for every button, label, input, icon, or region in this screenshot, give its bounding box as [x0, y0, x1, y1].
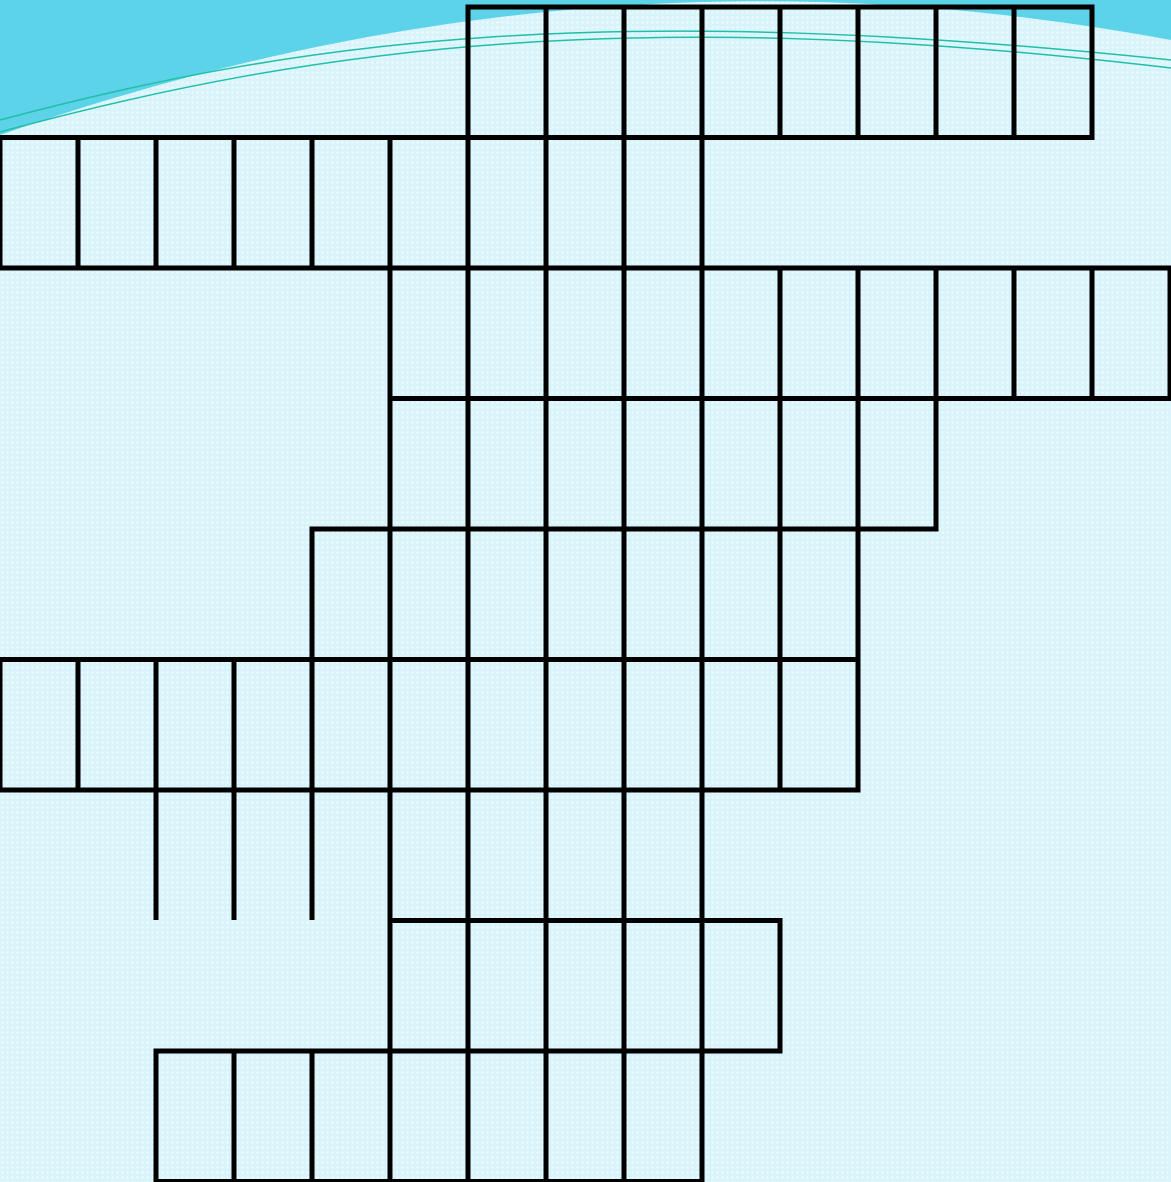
crossword-cell-r3-c7[interactable]: [468, 268, 546, 399]
crossword-cell-r9-c3[interactable]: [156, 1051, 234, 1182]
crossword-cell-r6-c11[interactable]: [780, 660, 858, 791]
crossword-cell-r8-c8[interactable]: [546, 921, 624, 1052]
crossword-cell-r2-c7[interactable]: [468, 138, 546, 269]
crossword-cell-r6-c8[interactable]: [546, 660, 624, 791]
crossword-cell-r4-c11[interactable]: [780, 399, 858, 530]
crossword-cell-r1-c10[interactable]: [702, 7, 780, 138]
crossword-cell-r3-c15[interactable]: [1092, 268, 1170, 399]
crossword-cell-r9-c5[interactable]: [312, 1051, 390, 1182]
crossword-cell-r8-c6[interactable]: [390, 921, 468, 1052]
crossword-cell-r2-c8[interactable]: [546, 138, 624, 269]
crossword-cell-r3-c6[interactable]: [390, 268, 468, 399]
crossword-cell-r4-c7[interactable]: [468, 399, 546, 530]
crossword-cell-r6-c2[interactable]: [78, 660, 156, 791]
crossword-cell-r2-c5[interactable]: [312, 138, 390, 269]
crossword-cell-r6-c7[interactable]: [468, 660, 546, 791]
crossword-cell-r3-c14[interactable]: [1014, 268, 1092, 399]
crossword-cell-r6-c10[interactable]: [702, 660, 780, 791]
crossword-cell-r1-c7[interactable]: [468, 7, 546, 138]
crossword-cell-r4-c12[interactable]: [858, 399, 936, 530]
crossword-cell-r4-c8[interactable]: [546, 399, 624, 530]
crossword-cell-r3-c8[interactable]: [546, 268, 624, 399]
crossword-cell-r6-c6[interactable]: [390, 660, 468, 791]
crossword-cell-r4-c10[interactable]: [702, 399, 780, 530]
crossword-cell-r5-c9[interactable]: [624, 529, 702, 660]
crossword-cell-r9-c4[interactable]: [234, 1051, 312, 1182]
crossword-cell-r8-c7[interactable]: [468, 921, 546, 1052]
crossword-cell-r5-c8[interactable]: [546, 529, 624, 660]
crossword-cell-r1-c9[interactable]: [624, 7, 702, 138]
crossword-cell-r6-c4[interactable]: [234, 660, 312, 791]
crossword-cell-r7-c7[interactable]: [468, 790, 546, 921]
crossword-cell-r6-c9[interactable]: [624, 660, 702, 791]
crossword-cell-r2-c2[interactable]: [78, 138, 156, 269]
crossword-cell-r7-c8[interactable]: [546, 790, 624, 921]
crossword-cell-r7-c6[interactable]: [390, 790, 468, 921]
crossword-cell-r1-c13[interactable]: [936, 7, 1014, 138]
crossword-cell-r1-c8[interactable]: [546, 7, 624, 138]
crossword-cell-r9-c6[interactable]: [390, 1051, 468, 1182]
crossword-cell-r5-c10[interactable]: [702, 529, 780, 660]
crossword-cell-r7-c9[interactable]: [624, 790, 702, 921]
crossword-cell-r2-c3[interactable]: [156, 138, 234, 269]
crossword-cell-r6-c5[interactable]: [312, 660, 390, 791]
crossword-cell-r4-c6[interactable]: [390, 399, 468, 530]
crossword-cell-r2-c1[interactable]: [0, 138, 78, 269]
crossword-cell-r8-c10[interactable]: [702, 921, 780, 1052]
crossword-cell-r3-c9[interactable]: [624, 268, 702, 399]
crossword-cell-r9-c9[interactable]: [624, 1051, 702, 1182]
crossword-cell-r6-c3[interactable]: [156, 660, 234, 791]
crossword-cell-r1-c14[interactable]: [1014, 7, 1092, 138]
crossword-cell-r8-c9[interactable]: [624, 921, 702, 1052]
crossword-cell-r2-c6[interactable]: [390, 138, 468, 269]
crossword-cell-r6-c1[interactable]: [0, 660, 78, 791]
crossword-cell-r5-c6[interactable]: [390, 529, 468, 660]
crossword-cell-r4-c9[interactable]: [624, 399, 702, 530]
crossword-cell-r3-c10[interactable]: [702, 268, 780, 399]
crossword-cell-r9-c7[interactable]: [468, 1051, 546, 1182]
crossword-cell-r3-c11[interactable]: [780, 268, 858, 399]
crossword-cell-r5-c5[interactable]: [312, 529, 390, 660]
crossword-cell-r5-c7[interactable]: [468, 529, 546, 660]
crossword-cell-r3-c13[interactable]: [936, 268, 1014, 399]
crossword-cell-r1-c11[interactable]: [780, 7, 858, 138]
crossword-cell-r2-c9[interactable]: [624, 138, 702, 269]
crossword-cell-r2-c4[interactable]: [234, 138, 312, 269]
crossword-cell-r1-c12[interactable]: [858, 7, 936, 138]
crossword-cell-r3-c12[interactable]: [858, 268, 936, 399]
crossword-cell-r5-c11[interactable]: [780, 529, 858, 660]
crossword-cell-r9-c8[interactable]: [546, 1051, 624, 1182]
